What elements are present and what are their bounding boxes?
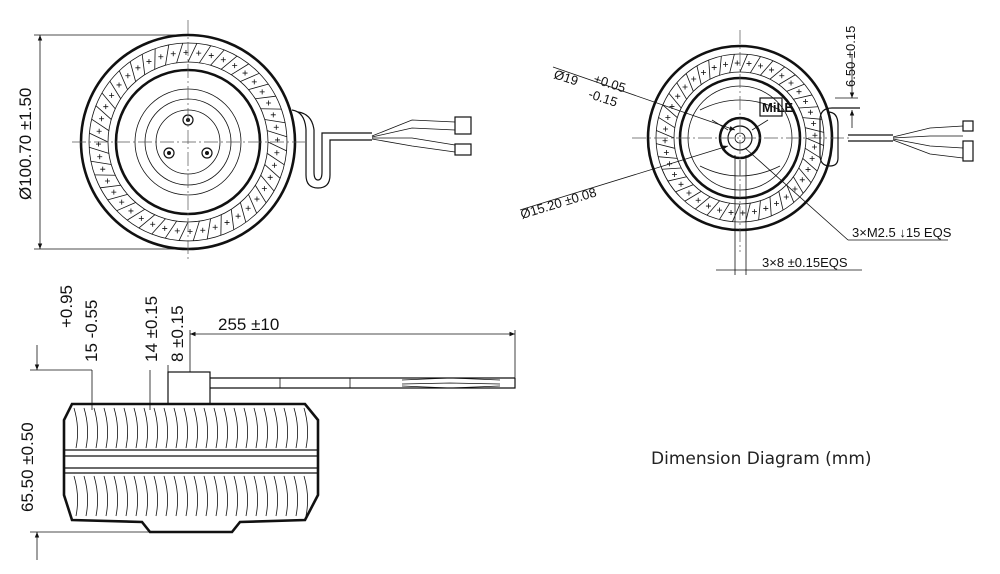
side-tread-marks [73,407,308,517]
side-view: +0.95 15 -0.55 14 ±0.15 8 ±0.15 255 ±10 … [18,285,516,560]
depth-8-label: 8 ±0.15 [168,305,187,362]
rear-logo: MiLE [762,100,793,115]
side-dimension-lines [30,330,516,560]
depth-14-label: 14 ±0.15 [142,296,161,362]
front-view: Ø100.70 ±1.50 [16,20,472,262]
side-tolerance-upper: +0.95 [57,285,76,328]
hub-diameter-label: Ø15.20 ±0.08 [518,185,598,222]
side-body [62,371,516,534]
front-tread-marks [89,43,287,241]
bore-diameter-label: Ø19 [552,67,580,89]
cable-length-label: 255 ±10 [218,315,279,334]
rear-leaders [519,55,948,275]
outer-diameter-dimension [34,34,186,250]
rear-tread-marks [656,54,824,222]
front-cable [291,109,472,189]
top-offset-label: 6.50 ±0.15 [843,26,858,87]
side-depth-label: 15 -0.55 [82,300,101,362]
screws-label: 3×M2.5 ↓15 EQS [852,225,952,240]
screw-pitch-label: 3×8 ±0.15EQS [762,255,848,270]
rear-cable [819,107,974,167]
diagram-caption: Dimension Diagram (mm) [651,449,872,469]
rear-view: MiLE Ø19 [518,26,974,275]
outer-diameter-label: Ø100.70 ±1.50 [16,88,35,200]
height-label: 65.50 ±0.50 [18,422,37,512]
